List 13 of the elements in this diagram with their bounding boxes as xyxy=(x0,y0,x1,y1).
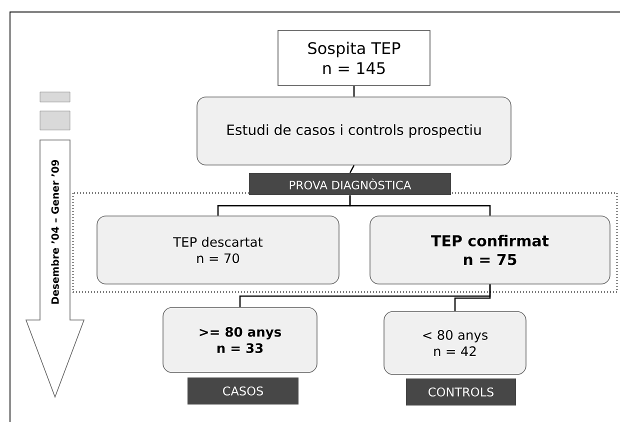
outcome-box: TEP confirmat n = 75 xyxy=(370,216,610,284)
process-box: Estudi de casos i controls prospectiu xyxy=(196,96,512,166)
connector-line xyxy=(349,165,355,174)
connector-line xyxy=(454,284,491,312)
group-label: CONTROLS xyxy=(406,378,516,406)
title-box: Sospita TEP n = 145 xyxy=(278,30,430,86)
group-box: < 80 anys n = 42 xyxy=(384,311,526,375)
connector-line xyxy=(349,195,491,216)
outcome-box: TEP descartat n = 70 xyxy=(96,216,340,284)
group-box: >= 80 anys n = 33 xyxy=(162,307,318,373)
group-label: CASOS xyxy=(188,378,298,404)
connector-line xyxy=(353,86,355,97)
stage-label: PROVA DIAGNÒSTICA xyxy=(249,173,451,195)
